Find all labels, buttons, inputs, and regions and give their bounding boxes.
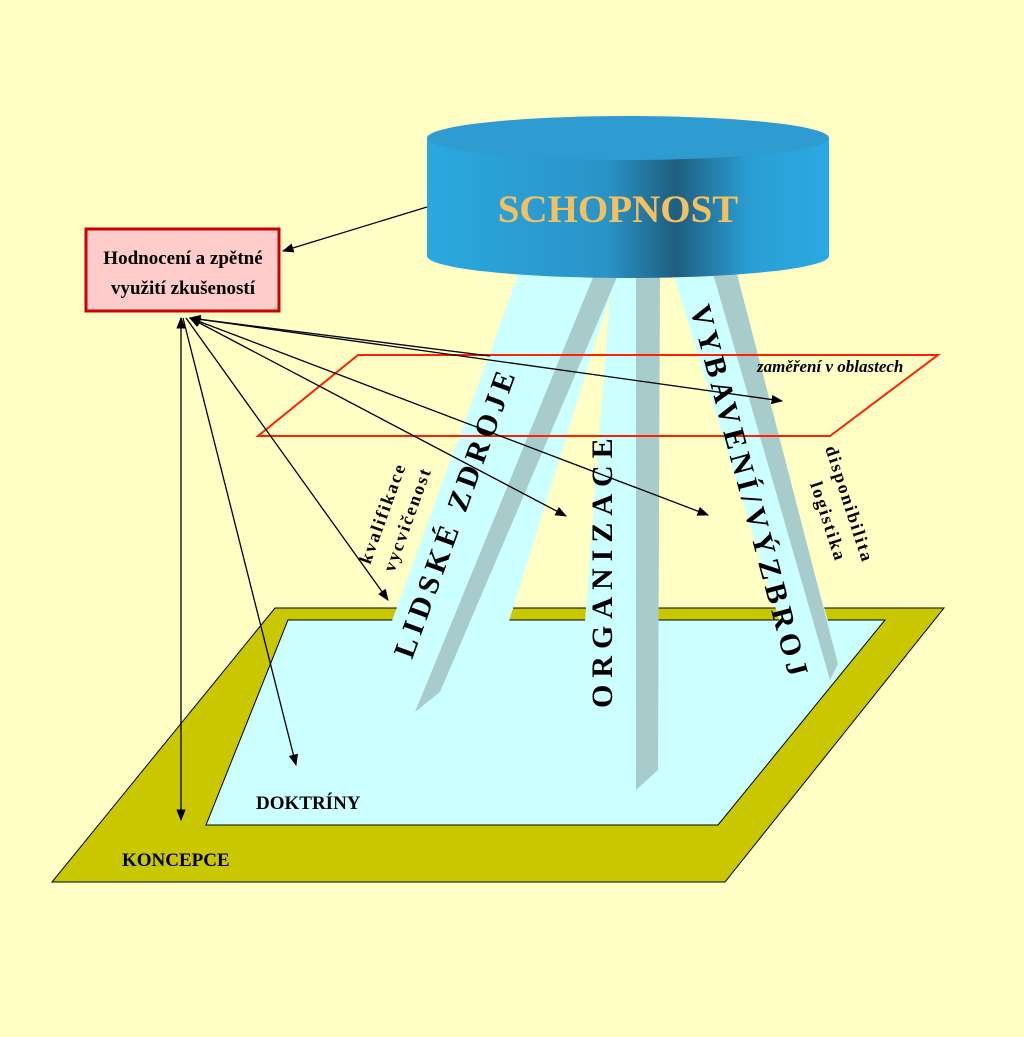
- label-doctrines: DOKTRÍNY: [256, 792, 361, 814]
- capability-cylinder: [427, 116, 829, 278]
- beam-shadow-organization: [636, 270, 660, 790]
- annotation-focus: zaměření v oblastech: [756, 357, 903, 376]
- feedback-line-2: využití zkušeností: [111, 278, 256, 299]
- doctrine-base: [205, 619, 887, 826]
- capability-title: SCHOPNOST: [498, 188, 739, 231]
- label-concept: KONCEPCE: [122, 850, 230, 871]
- feedback-arrows: [176, 206, 784, 822]
- label-organization: ORGANIZACE: [586, 431, 619, 708]
- feedback-box: [84, 227, 281, 313]
- feedback-line-1: Hodnocení a zpětné: [103, 248, 262, 269]
